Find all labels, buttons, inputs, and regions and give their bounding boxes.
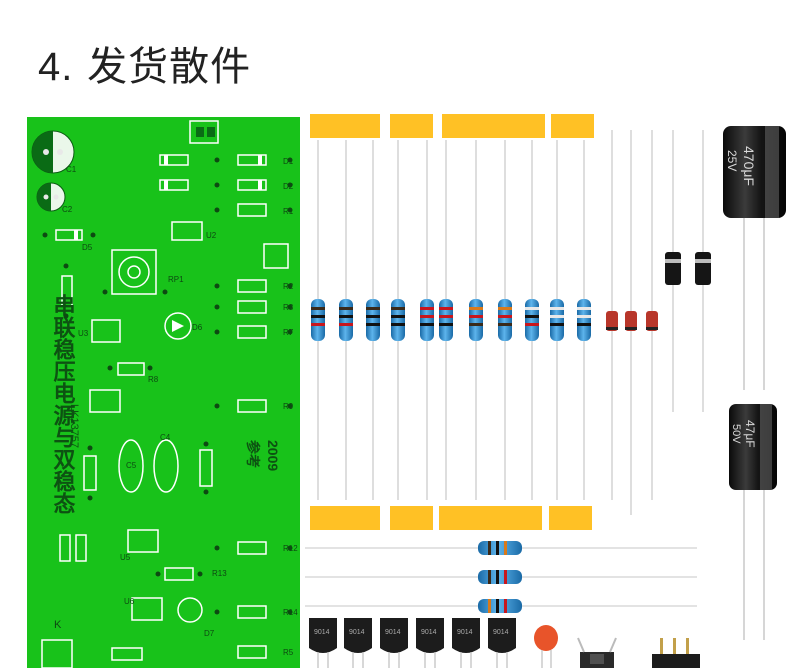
svg-text:R13: R13 [212, 569, 227, 578]
svg-text:9014: 9014 [493, 629, 509, 636]
vias [42, 157, 293, 615]
svg-text:U3: U3 [78, 329, 89, 338]
resistor-bodies [311, 299, 591, 341]
svg-text:C5: C5 [126, 461, 137, 470]
transistors: 9014 9014 9014 9014 9014 9014 [309, 618, 516, 668]
resistor-bands [311, 307, 591, 326]
cap-large-value: 470μF [741, 146, 757, 186]
capacitor-470uf: 470μF 25V [723, 126, 786, 390]
cap-footprint-c2 [36, 182, 66, 212]
cap-small-value: 47μF [743, 420, 757, 448]
d6-footprint [164, 312, 192, 340]
svg-text:R8: R8 [148, 375, 159, 384]
svg-text:C1: C1 [66, 165, 77, 174]
cap-large-voltage: 25V [725, 150, 739, 171]
cap-small-voltage: 50V [730, 424, 742, 444]
board-title: 串联稳压电源与双稳态 [50, 294, 76, 514]
svg-text:K: K [54, 619, 62, 631]
rectifier-diodes [665, 130, 711, 412]
pin-header-part [652, 638, 700, 668]
resistor-strip-top [310, 114, 658, 530]
svg-text:D7: D7 [204, 629, 215, 638]
ceramic-capacitor [534, 625, 558, 668]
svg-text:C2: C2 [62, 205, 73, 214]
footprints-right [55, 154, 267, 661]
board-year: 2009 [265, 440, 281, 471]
svg-text:U6: U6 [124, 597, 135, 606]
svg-text:U5: U5 [120, 553, 131, 562]
svg-text:9014: 9014 [421, 629, 437, 636]
svg-text:U2: U2 [206, 231, 217, 240]
c4-footprint [153, 439, 179, 493]
d7-footprint [177, 597, 203, 623]
push-button-part [577, 637, 617, 668]
svg-text:R5: R5 [283, 648, 294, 657]
svg-text:D6: D6 [192, 323, 203, 332]
svg-text:9014: 9014 [349, 629, 365, 636]
heading-number: 4. [38, 45, 74, 89]
signal-diodes [606, 311, 658, 331]
diode-bands [74, 155, 262, 240]
svg-text:9014: 9014 [385, 629, 401, 636]
capacitor-47uf: 47μF 50V [729, 404, 777, 640]
resistors-horizontal [305, 541, 697, 613]
k-footprint [41, 639, 73, 668]
svg-text:RP1: RP1 [168, 275, 184, 284]
section-heading: 4. 发货散件 [38, 34, 251, 92]
board-code: LK13757 [68, 404, 80, 448]
svg-text:9014: 9014 [314, 629, 330, 636]
svg-text:9014: 9014 [457, 629, 473, 636]
j1-footprint [189, 120, 219, 144]
heading-title: 发货散件 [87, 44, 252, 90]
cap-footprint-c1 [31, 130, 75, 174]
c5-footprint [118, 439, 144, 493]
transistor-footprints [89, 221, 289, 621]
rp1-footprint [111, 249, 157, 295]
svg-text:D5: D5 [82, 243, 93, 252]
svg-text:C4: C4 [160, 433, 171, 442]
board-ref-label: 参考 [244, 440, 261, 468]
